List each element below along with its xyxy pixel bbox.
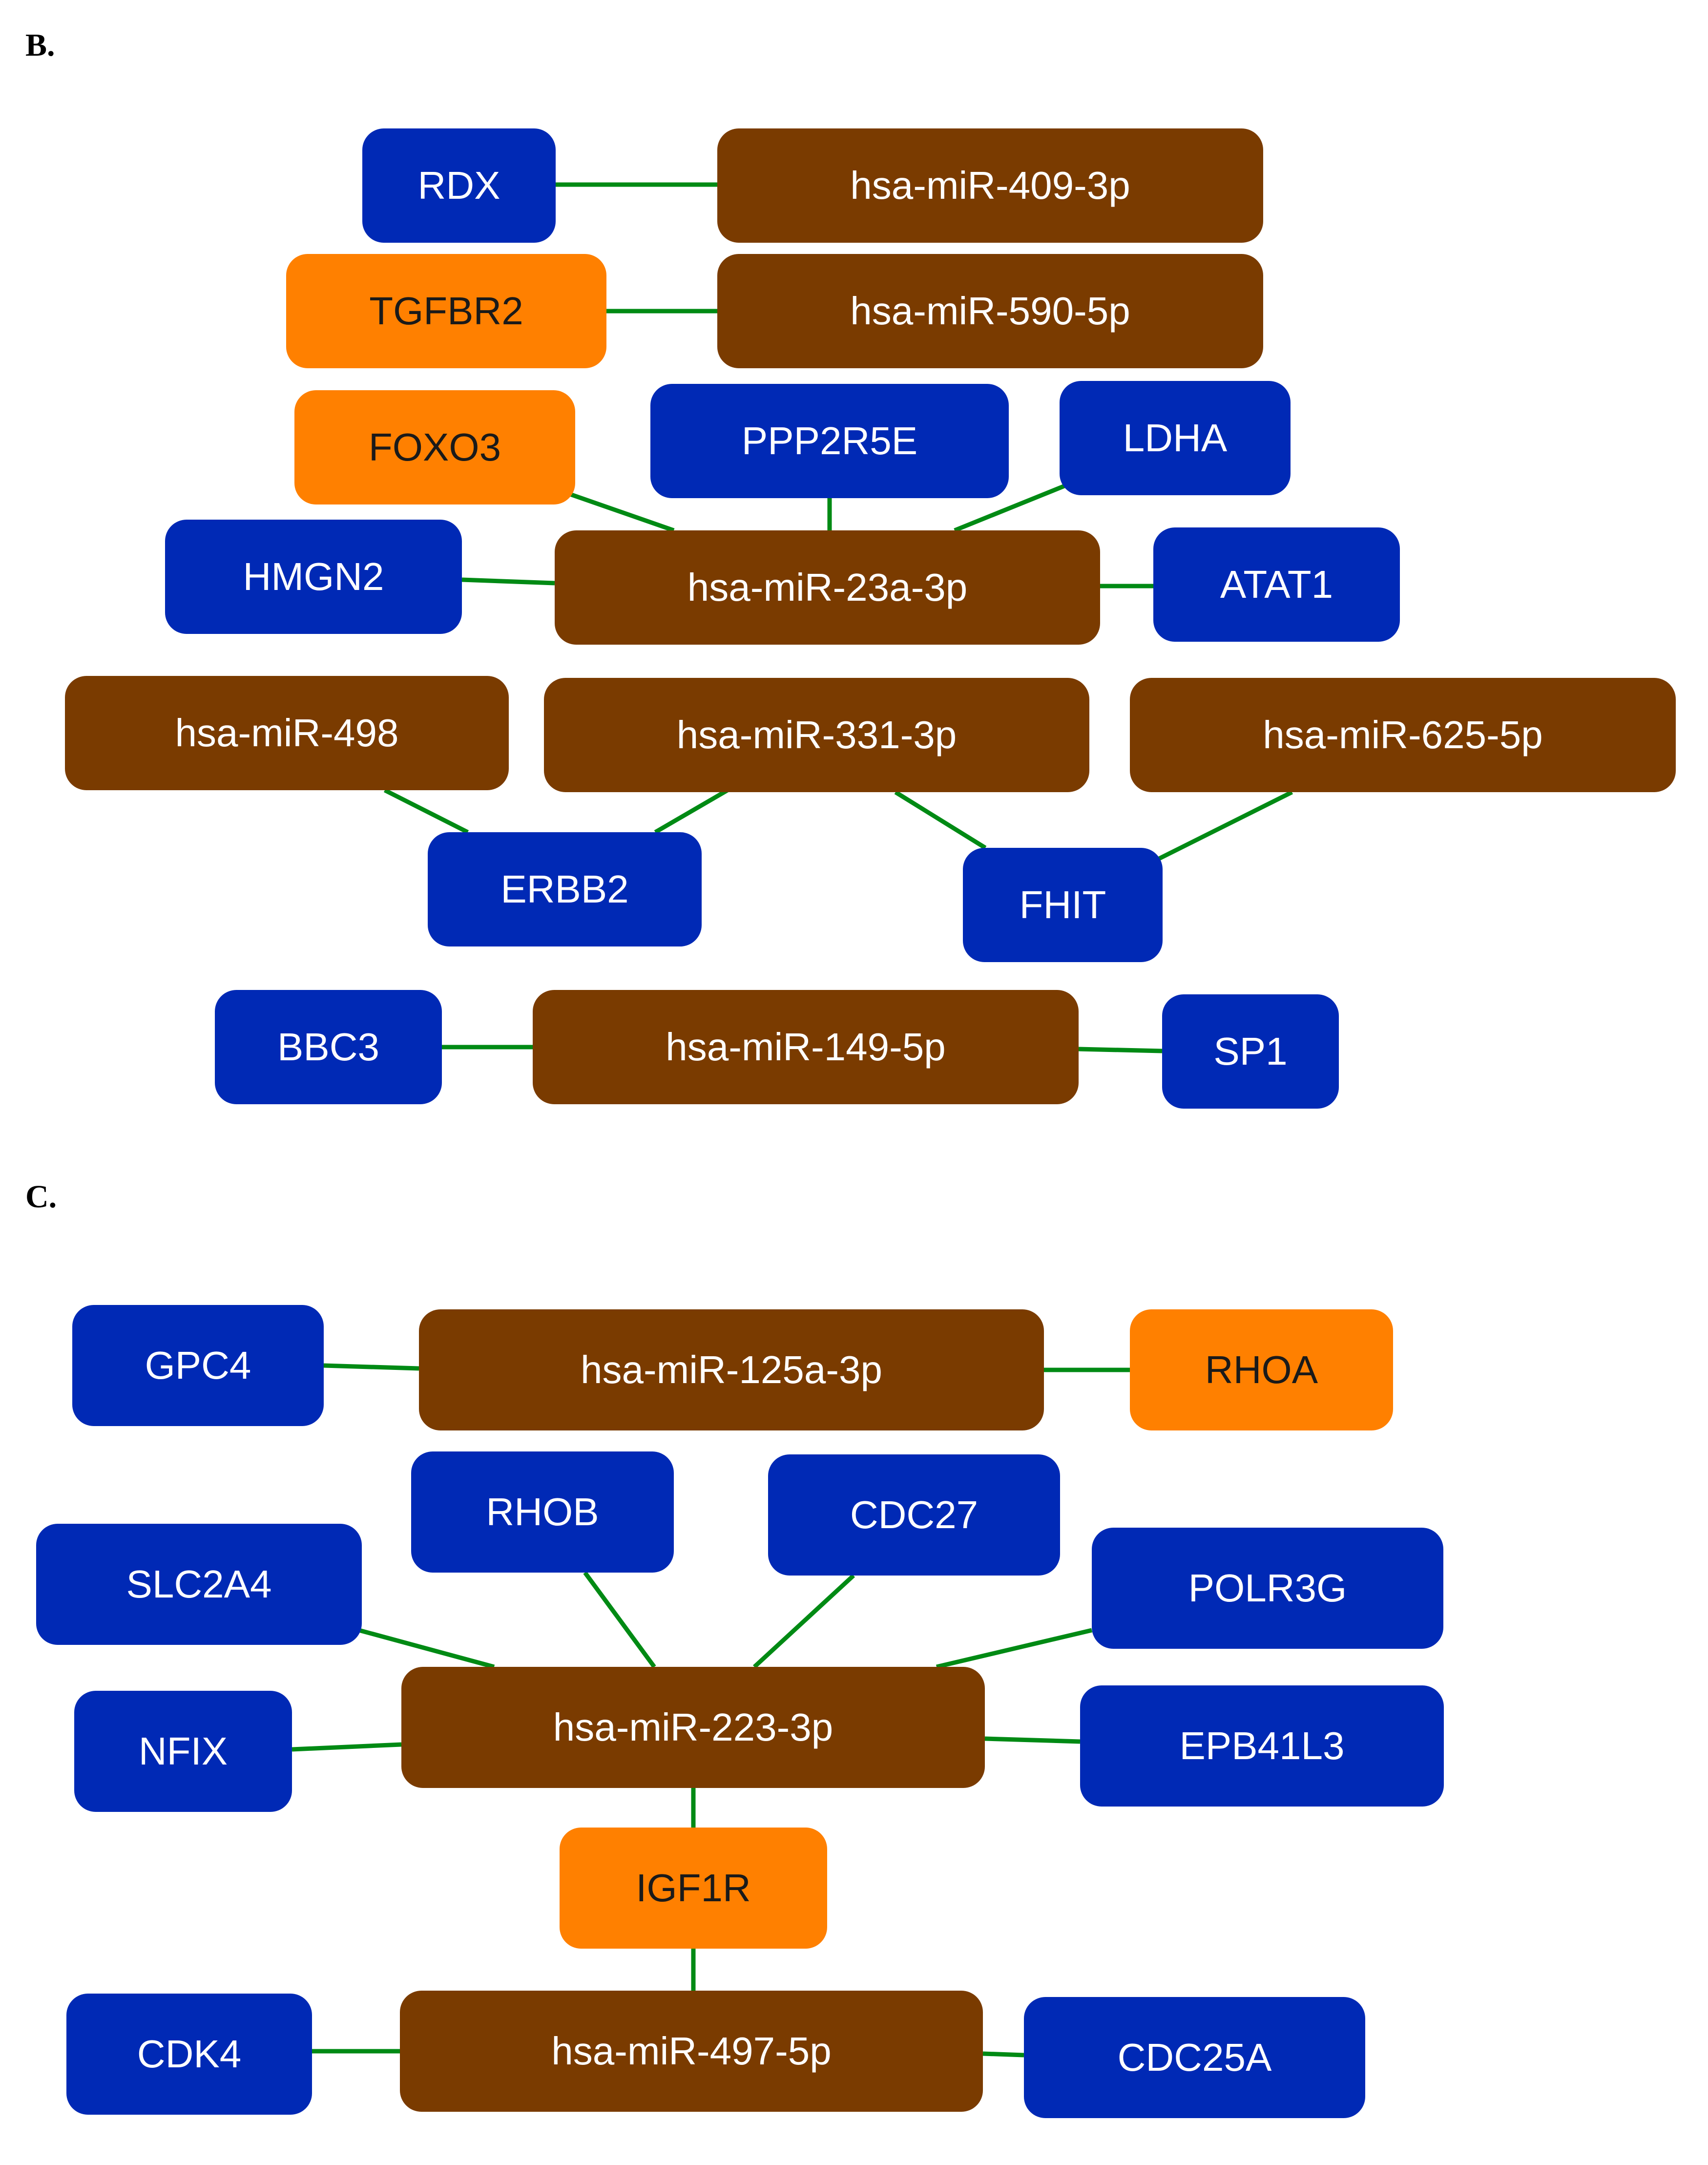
panel-c-label: C. <box>25 1179 57 1215</box>
edge-c-mir-497-5p-cdc25a <box>982 2051 1024 2058</box>
mirna-node-b-mir-331-3p: hsa-miR-331-3p <box>544 678 1089 792</box>
node-label: BBC3 <box>277 1025 379 1069</box>
gene-node-c-igf1r: IGF1R <box>560 1828 827 1949</box>
node-label: LDHA <box>1123 416 1228 460</box>
node-label: RHOB <box>486 1490 599 1534</box>
edge-b-hmgn2-mir-23a-3p <box>461 577 555 586</box>
gene-node-c-cdc27: CDC27 <box>768 1454 1060 1576</box>
mirna-node-b-mir-149-5p: hsa-miR-149-5p <box>533 990 1079 1104</box>
panel-b-label: B. <box>25 27 55 63</box>
node-label: IGF1R <box>636 1866 751 1910</box>
node-label: hsa-miR-409-3p <box>850 164 1130 207</box>
edge-c-polr3g-mir-223-3p <box>936 1628 1093 1669</box>
edge-b-mir-331-3p-erbb2 <box>654 788 729 834</box>
node-label: hsa-miR-149-5p <box>666 1025 946 1069</box>
gene-node-b-tgfbr2: TGFBR2 <box>286 254 606 368</box>
edge-b-mir-331-3p-fhit <box>894 790 987 850</box>
node-label: POLR3G <box>1188 1566 1347 1610</box>
edge-b-mir-625-5p-fhit <box>1154 790 1293 863</box>
node-label: SP1 <box>1213 1030 1288 1073</box>
mirna-node-b-mir-590-5p: hsa-miR-590-5p <box>717 254 1263 368</box>
mirna-node-b-mir-23a-3p: hsa-miR-23a-3p <box>555 530 1100 645</box>
node-label: hsa-miR-590-5p <box>850 289 1130 333</box>
node-label: NFIX <box>138 1729 228 1773</box>
node-label: EPB41L3 <box>1179 1724 1345 1767</box>
node-label: GPC4 <box>145 1344 251 1387</box>
gene-node-c-cdc25a: CDC25A <box>1024 1997 1365 2118</box>
gene-node-b-erbb2: ERBB2 <box>428 832 702 946</box>
node-label: RHOA <box>1205 1348 1318 1391</box>
gene-node-c-nfix: NFIX <box>74 1691 292 1812</box>
node-label: hsa-miR-23a-3p <box>687 566 968 609</box>
node-label: hsa-miR-498 <box>175 711 399 755</box>
mirna-node-b-mir-625-5p: hsa-miR-625-5p <box>1130 678 1676 792</box>
gene-node-c-gpc4: GPC4 <box>72 1305 324 1426</box>
mirna-node-c-mir-497-5p: hsa-miR-497-5p <box>400 1991 983 2112</box>
node-label: HMGN2 <box>243 555 384 598</box>
gene-node-c-rhoa: RHOA <box>1130 1309 1393 1430</box>
gene-node-c-rhob: RHOB <box>411 1451 674 1573</box>
gene-node-c-cdk4: CDK4 <box>66 1994 312 2115</box>
node-label: SLC2A4 <box>126 1562 272 1606</box>
edge-b-mir-149-5p-sp1 <box>1078 1047 1163 1053</box>
gene-node-b-fhit: FHIT <box>963 848 1163 962</box>
node-label: hsa-miR-125a-3p <box>580 1348 883 1391</box>
gene-node-b-ppp2r5e: PPP2R5E <box>650 384 1009 498</box>
gene-node-c-slc2a4: SLC2A4 <box>36 1524 362 1645</box>
gene-node-b-foxo3: FOXO3 <box>294 390 575 504</box>
gene-node-c-polr3g: POLR3G <box>1092 1528 1443 1649</box>
edge-c-rhob-mir-223-3p <box>583 1571 656 1668</box>
gene-node-c-epb41l3: EPB41L3 <box>1080 1685 1444 1807</box>
node-label: TGFBR2 <box>369 289 523 333</box>
node-label: CDC27 <box>850 1493 979 1536</box>
mirna-node-b-mir-498: hsa-miR-498 <box>65 676 509 790</box>
gene-node-b-ldha: LDHA <box>1060 381 1291 495</box>
gene-node-b-hmgn2: HMGN2 <box>165 520 462 634</box>
edge-c-nfix-mir-223-3p <box>292 1742 402 1752</box>
gene-node-b-sp1: SP1 <box>1162 994 1339 1109</box>
node-label: PPP2R5E <box>741 419 918 462</box>
node-label: FOXO3 <box>368 425 501 469</box>
edge-b-mir-498-erbb2 <box>383 788 469 835</box>
edge-c-slc2a4-mir-223-3p <box>354 1627 495 1669</box>
edge-b-ldha-mir-23a-3p <box>954 483 1065 533</box>
node-label: hsa-miR-625-5p <box>1263 713 1543 757</box>
edge-b-foxo3-mir-23a-3p <box>566 491 675 533</box>
node-label: CDK4 <box>137 2032 242 2076</box>
mirna-node-b-mir-409-3p: hsa-miR-409-3p <box>717 128 1263 243</box>
node-label: RDX <box>417 164 500 207</box>
gene-node-b-atat1: ATAT1 <box>1153 527 1400 642</box>
node-label: ERBB2 <box>500 867 629 911</box>
node-label: FHIT <box>1019 883 1106 926</box>
node-label: hsa-miR-223-3p <box>553 1705 833 1749</box>
edge-c-epb41l3-mir-223-3p <box>984 1736 1081 1744</box>
node-label: hsa-miR-331-3p <box>676 713 957 757</box>
edge-c-cdc27-mir-223-3p <box>752 1574 855 1669</box>
edge-c-gpc4-mir-125a-3p <box>323 1363 419 1371</box>
gene-node-b-bbc3: BBC3 <box>215 990 442 1104</box>
node-label: CDC25A <box>1117 2036 1272 2079</box>
gene-node-b-rdx: RDX <box>362 128 556 243</box>
node-label: hsa-miR-497-5p <box>551 2029 832 2073</box>
mirna-node-c-mir-125a-3p: hsa-miR-125a-3p <box>419 1309 1044 1430</box>
mirna-node-c-mir-223-3p: hsa-miR-223-3p <box>401 1667 985 1788</box>
node-label: ATAT1 <box>1220 563 1333 606</box>
